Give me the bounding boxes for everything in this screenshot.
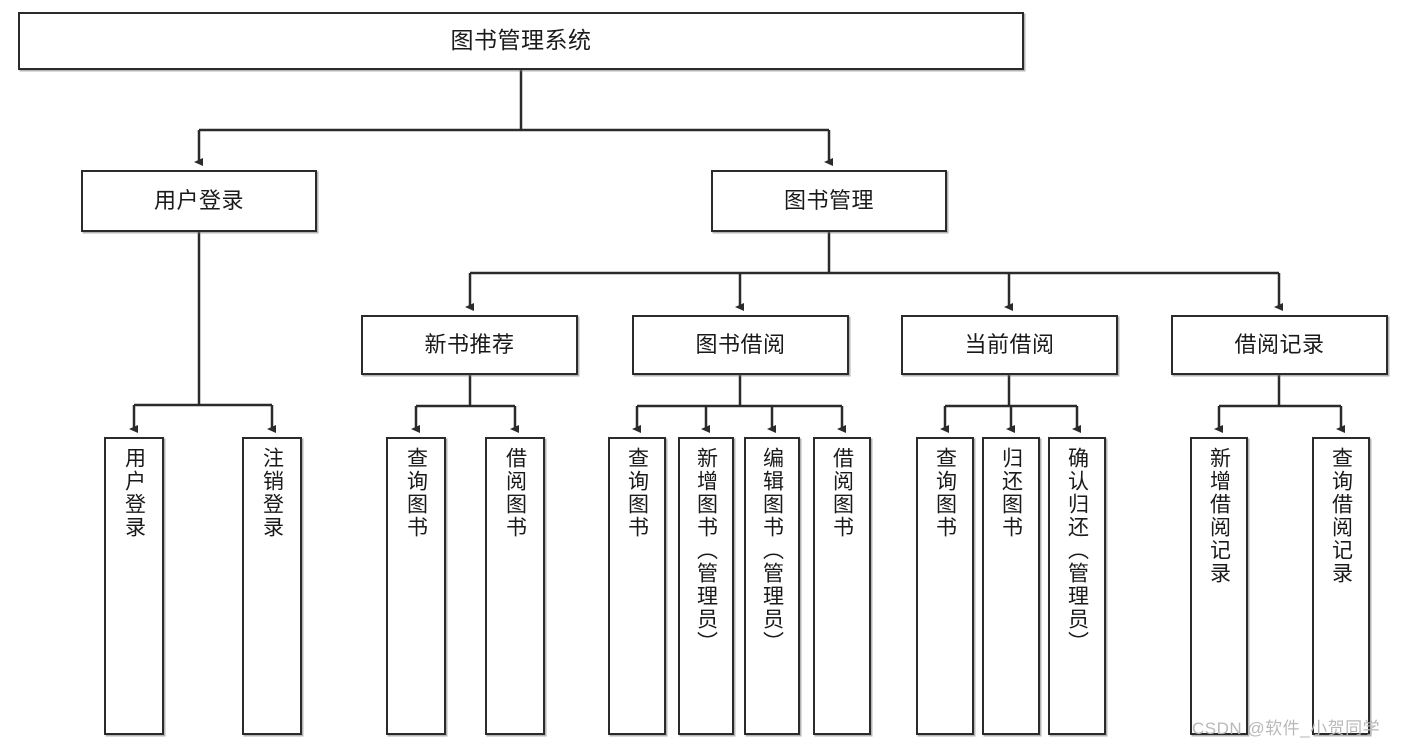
node-borrow-record[interactable]: 借阅记录 [1171,315,1388,375]
node-leaf-borrow-book-label: 借阅图书 [830,447,854,539]
edge-group-root [194,70,833,166]
node-leaf-query-book-recommend[interactable]: 查询图书 [386,437,446,735]
edge-group-current-borrow [940,375,1081,433]
node-borrow-record-label: 借阅记录 [1234,332,1325,358]
node-leaf-query-book-borrow-label: 查询图书 [625,447,649,539]
node-leaf-query-book-current[interactable]: 查询图书 [916,437,974,735]
node-leaf-confirm-return-admin-label: 确认归还（管理员） [1065,447,1089,654]
node-book-management[interactable]: 图书管理 [711,170,947,232]
node-root[interactable]: 图书管理系统 [18,12,1024,70]
node-leaf-add-book-admin-label: 新增图书（管理员） [694,447,718,654]
edge-group-user-login [129,232,276,433]
node-leaf-query-book-recommend-label: 查询图书 [404,447,428,539]
node-new-book-recommend[interactable]: 新书推荐 [361,315,578,375]
node-leaf-borrow-book[interactable]: 借阅图书 [813,437,871,735]
node-leaf-add-borrow-record-label: 新增借阅记录 [1207,447,1231,585]
node-leaf-borrow-book-recommend-label: 借阅图书 [503,447,527,539]
node-leaf-return-book-label: 归还图书 [999,447,1023,539]
node-leaf-user-logout-label: 注销登录 [260,447,284,539]
node-leaf-query-borrow-record[interactable]: 查询借阅记录 [1312,437,1370,735]
node-leaf-query-book-borrow[interactable]: 查询图书 [608,437,666,735]
node-leaf-return-book[interactable]: 归还图书 [982,437,1040,735]
node-book-borrow[interactable]: 图书借阅 [632,315,849,375]
node-leaf-edit-book-admin[interactable]: 编辑图书（管理员） [744,437,800,735]
node-root-label: 图书管理系统 [450,27,592,54]
node-user-login[interactable]: 用户登录 [81,170,317,232]
node-leaf-borrow-book-recommend[interactable]: 借阅图书 [485,437,545,735]
node-new-book-recommend-label: 新书推荐 [424,332,515,358]
node-leaf-edit-book-admin-label: 编辑图书（管理员） [760,447,784,654]
edge-group-borrow-record [1214,375,1345,433]
watermark-label: CSDN @软件_小贺同学 [1192,719,1381,738]
node-leaf-user-logout[interactable]: 注销登录 [242,437,302,735]
node-book-borrow-label: 图书借阅 [695,332,786,358]
edge-group-book-borrow [632,375,846,433]
node-leaf-add-book-admin[interactable]: 新增图书（管理员） [678,437,734,735]
node-leaf-user-login-label: 用户登录 [122,447,146,539]
node-leaf-user-login[interactable]: 用户登录 [104,437,164,735]
node-leaf-confirm-return-admin[interactable]: 确认归还（管理员） [1048,437,1106,735]
node-leaf-query-borrow-record-label: 查询借阅记录 [1329,447,1353,585]
node-user-login-label: 用户登录 [153,188,244,214]
node-leaf-query-book-current-label: 查询图书 [933,447,957,539]
node-leaf-add-borrow-record[interactable]: 新增借阅记录 [1190,437,1248,735]
edge-group-new-book-recommend [411,375,519,433]
edge-group-book-management [465,232,1283,311]
node-current-borrow[interactable]: 当前借阅 [901,315,1118,375]
node-current-borrow-label: 当前借阅 [964,332,1055,358]
node-book-management-label: 图书管理 [783,188,874,214]
